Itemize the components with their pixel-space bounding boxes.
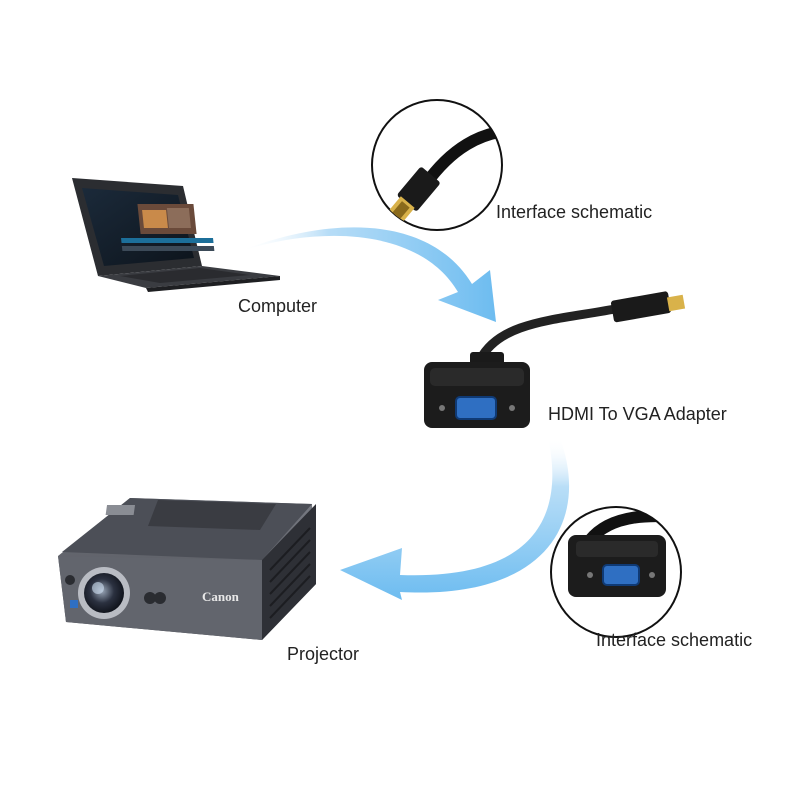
interface-schematic-vga-circle: [550, 506, 682, 638]
label-computer: Computer: [238, 296, 318, 316]
hdmi-to-vga-adapter-icon: [424, 291, 686, 428]
projector-icon: Canon: [58, 498, 316, 640]
laptop-icon: [72, 178, 280, 292]
label-interface-schematic-bottom: Interface schematic: [596, 630, 753, 650]
flow-arrow-computer-to-adapter: [238, 227, 496, 322]
projector-brand-logo: Canon: [202, 589, 240, 604]
label-interface-schematic-top: Interface schematic: [496, 202, 653, 222]
label-hdmi-to-vga-adapter: HDMI To VGA Adapter: [548, 404, 727, 424]
label-projector: Projector: [287, 644, 360, 664]
flow-arrow-adapter-to-projector: [340, 438, 570, 600]
